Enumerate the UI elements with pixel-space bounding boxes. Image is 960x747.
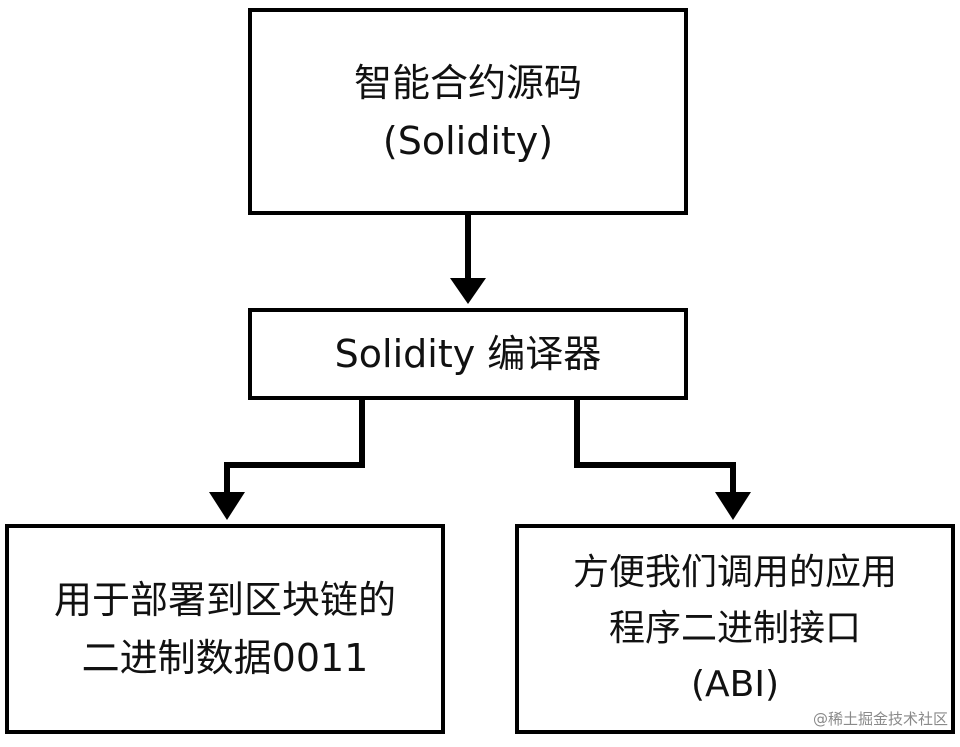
edge-compiler-to-bytecode [209,400,365,520]
node-bytecode: 用于部署到区块链的 二进制数据0011 [5,524,445,734]
node-abi: 方便我们调用的应用 程序二进制接口 (ABI) [515,524,955,734]
node-bytecode-line-1: 用于部署到区块链的 [53,578,396,622]
edge-compiler-to-abi [574,400,751,520]
node-abi-line-3: (ABI) [690,664,780,705]
node-source-code: 智能合约源码 (Solidity) [248,8,688,215]
node-abi-line-2: 程序二进制接口 [608,608,861,649]
node-abi-line-1: 方便我们调用的应用 [572,552,897,593]
node-source-code-line-2: (Solidity) [382,118,554,163]
watermark: @稀土掘金技术社区 [810,708,950,729]
node-compiler: Solidity 编译器 [248,308,688,400]
node-compiler-label: Solidity 编译器 [334,332,602,376]
node-bytecode-line-2: 二进制数据0011 [81,636,369,680]
edge-source-to-compiler [450,215,486,304]
node-source-code-line-1: 智能合约源码 [353,60,582,105]
